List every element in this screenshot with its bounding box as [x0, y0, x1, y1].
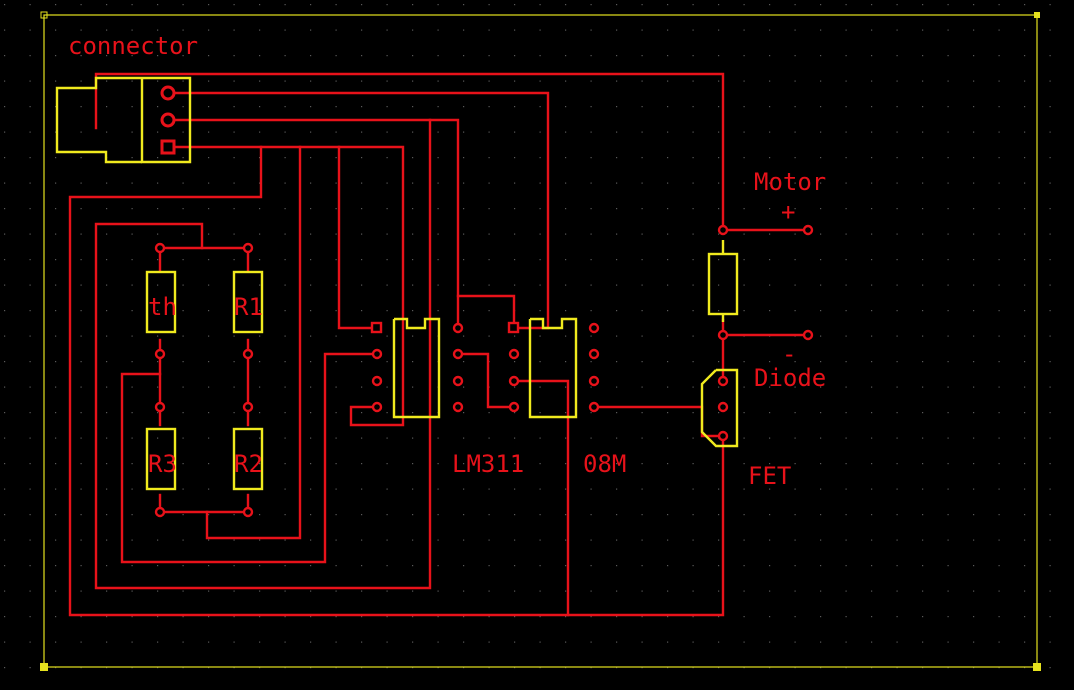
ic-silkscreen — [392, 317, 739, 448]
outline-corners — [40, 11, 1041, 671]
resistor-silkscreen — [145, 240, 739, 491]
thermistor-label: th — [148, 293, 177, 321]
motor-plus-label: + — [781, 198, 795, 226]
motor-label: Motor — [754, 168, 826, 196]
fet-label: FET — [748, 462, 791, 490]
copper-traces — [68, 72, 810, 617]
r3-label: R3 — [148, 450, 177, 478]
connector-pads — [160, 85, 176, 155]
board-outline — [43, 14, 1038, 668]
motor-minus-label: - — [782, 340, 796, 368]
r1-label: R1 — [234, 293, 263, 321]
connector-label: connector — [68, 32, 198, 60]
component-pads — [154, 224, 814, 518]
r2-label: R2 — [234, 450, 263, 478]
connector-silkscreen — [55, 76, 192, 164]
chip-08m-label: 08M — [583, 450, 626, 478]
diode-label: Diode — [754, 364, 826, 392]
lm311-label: LM311 — [452, 450, 524, 478]
